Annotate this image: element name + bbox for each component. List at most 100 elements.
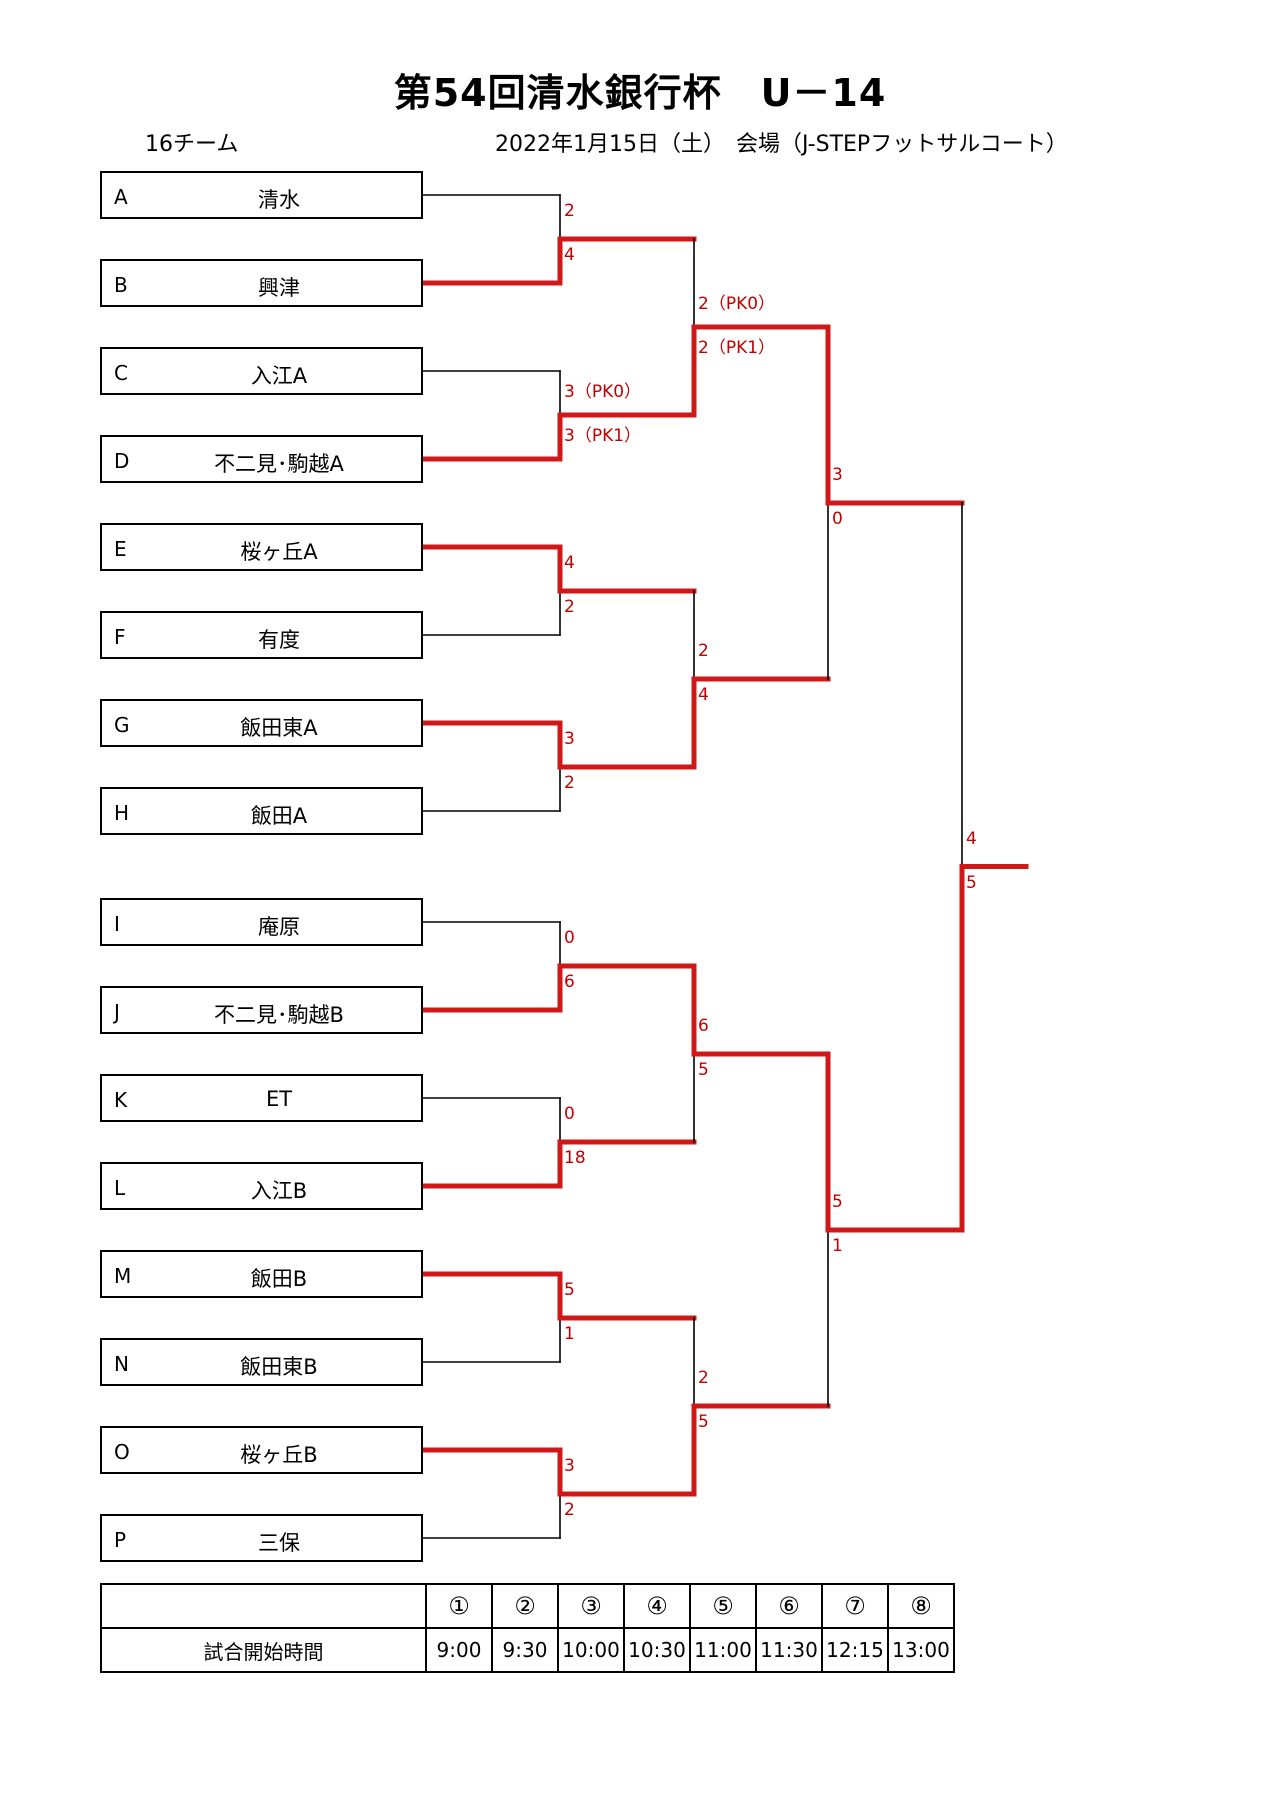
match-score: 0: [832, 509, 843, 529]
team-box: G 飯田東A: [100, 699, 423, 747]
team-letter: L: [114, 1176, 126, 1200]
team-letter: O: [114, 1440, 130, 1464]
schedule-time-row: 試合開始時間 9:00 9:30 10:00 10:30 11:00 11:30…: [100, 1627, 955, 1673]
team-box: F 有度: [100, 611, 423, 659]
page-title: 第54回清水銀行杯 U－14: [393, 71, 887, 115]
date-venue: 2022年1月15日（土） 会場（J-STEPフットサルコート）: [495, 132, 1068, 157]
match-score: 5: [564, 1280, 575, 1300]
match-score: 1: [564, 1324, 575, 1344]
slot-mark: ②: [491, 1583, 559, 1629]
match-score: 3: [832, 465, 843, 485]
match-score: 3（PK0）: [564, 382, 642, 402]
match-score: 5: [698, 1060, 709, 1080]
team-name: 飯田東A: [240, 716, 318, 740]
match-score: 5: [966, 872, 977, 893]
match-score: 2: [564, 1500, 575, 1520]
match-score: 4: [966, 828, 977, 849]
match-score: 2: [564, 597, 575, 617]
team-box: O 桜ヶ丘B: [100, 1426, 423, 1474]
team-name: 入江A: [250, 364, 308, 388]
match-score: 5: [832, 1192, 843, 1212]
match-score: 5: [698, 1412, 709, 1432]
slot-time: 10:30: [623, 1627, 691, 1673]
team-name: 飯田東B: [240, 1355, 318, 1379]
match-score: 1: [832, 1236, 843, 1256]
team-box: D 不二見･駒越A: [100, 435, 423, 483]
team-name: 飯田A: [250, 804, 308, 828]
slot-time: 11:30: [755, 1627, 823, 1673]
match-score: 2（PK0）: [698, 294, 776, 314]
team-name: 庵原: [258, 915, 300, 939]
team-box: A 清水: [100, 171, 423, 219]
team-letter: N: [114, 1352, 129, 1376]
match-score: 3: [564, 1456, 575, 1476]
team-box: J 不二見･駒越B: [100, 986, 423, 1034]
team-box: N 飯田東B: [100, 1338, 423, 1386]
team-box: K ET: [100, 1074, 423, 1122]
match-score: 2: [698, 641, 709, 661]
match-score: 6: [564, 972, 575, 992]
match-score: 3（PK1）: [564, 426, 642, 446]
team-letter: E: [114, 537, 127, 561]
slot-time: 9:00: [425, 1627, 493, 1673]
match-score: 0: [564, 1104, 575, 1124]
team-letter: I: [114, 912, 120, 936]
slot-mark: ⑧: [887, 1583, 955, 1629]
team-box: B 興津: [100, 259, 423, 307]
team-name: ET: [265, 1087, 293, 1111]
team-name: 清水: [258, 188, 300, 212]
team-box: I 庵原: [100, 898, 423, 946]
schedule-header-row: ① ② ③ ④ ⑤ ⑥ ⑦ ⑧: [100, 1583, 955, 1629]
match-score: 4: [564, 553, 575, 573]
team-box: C 入江A: [100, 347, 423, 395]
team-letter: F: [114, 625, 126, 649]
slot-time: 12:15: [821, 1627, 889, 1673]
team-name: 興津: [258, 276, 300, 300]
match-score: 4: [564, 245, 575, 265]
match-score: 2: [698, 1368, 709, 1388]
team-letter: M: [114, 1264, 132, 1288]
match-score: 2: [564, 201, 575, 221]
team-letter: B: [114, 273, 128, 297]
team-letter: G: [114, 713, 130, 737]
team-name: 飯田B: [250, 1267, 308, 1291]
match-score: 0: [564, 928, 575, 948]
team-letter: D: [114, 449, 130, 473]
schedule-table: ① ② ③ ④ ⑤ ⑥ ⑦ ⑧ 試合開始時間 9:00 9:30 10:00 1…: [100, 1583, 955, 1673]
team-name: 有度: [258, 628, 300, 652]
slot-time: 11:00: [689, 1627, 757, 1673]
match-score: 18: [564, 1148, 586, 1168]
team-box: M 飯田B: [100, 1250, 423, 1298]
match-score: 4: [698, 685, 709, 705]
slot-mark: ③: [557, 1583, 625, 1629]
slot-mark: ⑤: [689, 1583, 757, 1629]
team-letter: H: [114, 801, 130, 825]
team-box: E 桜ヶ丘A: [100, 523, 423, 571]
match-score: 2（PK1）: [698, 338, 776, 358]
team-letter: K: [114, 1088, 128, 1112]
team-letter: A: [114, 185, 128, 209]
team-letter: P: [114, 1528, 127, 1552]
match-score: 6: [698, 1016, 709, 1036]
team-name: 桜ヶ丘A: [240, 540, 318, 564]
slot-mark: ④: [623, 1583, 691, 1629]
team-box: L 入江B: [100, 1162, 423, 1210]
team-count: 16チーム: [145, 132, 239, 157]
slot-mark: ⑥: [755, 1583, 823, 1629]
schedule-blank-cell: [100, 1583, 427, 1629]
team-letter: C: [114, 361, 128, 385]
team-name: 不二見･駒越B: [214, 1003, 344, 1027]
team-name: 不二見･駒越A: [214, 452, 344, 476]
slot-mark: ⑦: [821, 1583, 889, 1629]
team-name: 入江B: [250, 1179, 308, 1203]
team-box: H 飯田A: [100, 787, 423, 835]
slot-mark: ①: [425, 1583, 493, 1629]
team-name: 桜ヶ丘B: [240, 1443, 318, 1467]
match-score: 3: [564, 729, 575, 749]
slot-time: 9:30: [491, 1627, 559, 1673]
team-letter: J: [114, 1000, 120, 1024]
match-score: 2: [564, 773, 575, 793]
slot-time: 13:00: [887, 1627, 955, 1673]
